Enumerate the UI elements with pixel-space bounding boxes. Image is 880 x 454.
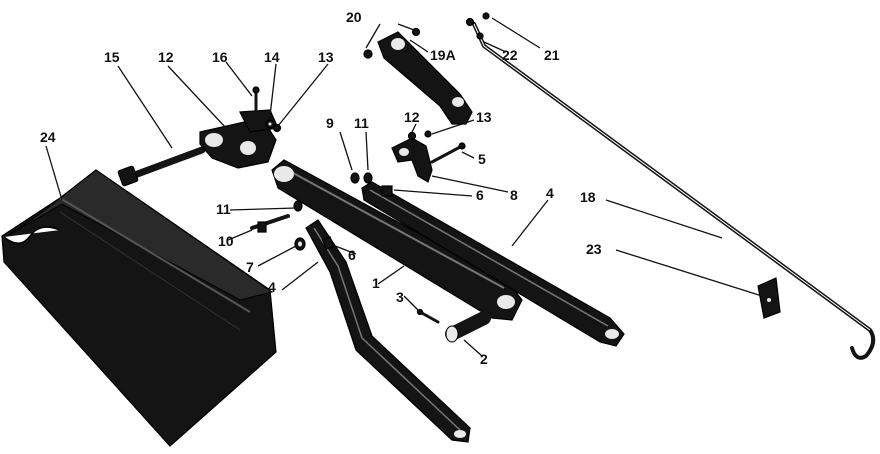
callout-19a: 20 — [346, 9, 362, 25]
callout-11-lower: 11 — [216, 201, 231, 217]
callout-12: 12 — [404, 109, 420, 125]
callout-3: 3 — [396, 289, 404, 305]
callout-17: 15 — [104, 49, 120, 65]
part-12-nut — [407, 131, 417, 141]
part-11-washer-left — [293, 200, 303, 212]
part-8-bracket — [391, 137, 433, 183]
callout-6-right: 6 — [476, 187, 484, 203]
part-6-spacer-right — [381, 185, 393, 197]
callout-21: 21 — [544, 47, 560, 63]
callout-11-upper: 11 — [354, 115, 369, 131]
callout-22: 22 — [502, 47, 518, 63]
part-24-channel-pan — [1, 169, 277, 447]
part-13-washer — [424, 130, 432, 138]
part-6-spacer-left — [321, 236, 335, 250]
part-20-control-rod — [472, 22, 876, 360]
callout-4-lower: 4 — [268, 279, 276, 295]
part-5-bolt — [430, 142, 466, 164]
part-17-bolt — [117, 146, 206, 187]
callout-1: 1 — [372, 275, 380, 291]
part-19a-fittings — [363, 27, 421, 59]
part-7-washer — [294, 237, 306, 251]
part-1-lever — [271, 159, 523, 321]
callout-7: 7 — [246, 259, 254, 275]
callout-2: 2 — [480, 351, 488, 367]
callout-5: 5 — [478, 151, 486, 167]
part-11-washer-right — [363, 172, 373, 184]
callout-15: 13 — [318, 49, 334, 65]
part-18-small-bolt — [252, 86, 260, 114]
callout-10: 9 — [326, 115, 334, 131]
leader-lines — [45, 17, 763, 357]
callout-19: 19A — [430, 47, 456, 63]
callout-20: 18 — [580, 189, 596, 205]
part-9-bolt — [250, 214, 290, 233]
part-21-22-fittings — [465, 12, 490, 40]
callout-16: 14 — [264, 49, 280, 65]
callout-14: 12 — [158, 49, 174, 65]
callout-9: 10 — [218, 233, 234, 249]
part-15-16-washer-nut — [265, 119, 282, 133]
callout-8: 8 — [510, 187, 518, 203]
callout-18: 16 — [212, 49, 228, 65]
part-19-arm — [377, 31, 473, 125]
callout-6-left: 6 — [348, 247, 356, 263]
callout-labels: 15 12 16 14 13 24 20 19A 22 21 9 11 12 1… — [40, 9, 602, 367]
callout-13: 13 — [476, 109, 492, 125]
part-4-upper-link — [361, 181, 625, 347]
callout-23: 23 — [586, 241, 602, 257]
part-14-clevis-bracket — [199, 109, 279, 169]
part-23-clip — [757, 277, 781, 319]
part-10-nut — [350, 172, 360, 184]
part-2-pin — [445, 311, 491, 343]
part-3-cotter — [416, 308, 440, 324]
callout-24: 24 — [40, 129, 56, 145]
callout-4-upper: 4 — [546, 185, 554, 201]
